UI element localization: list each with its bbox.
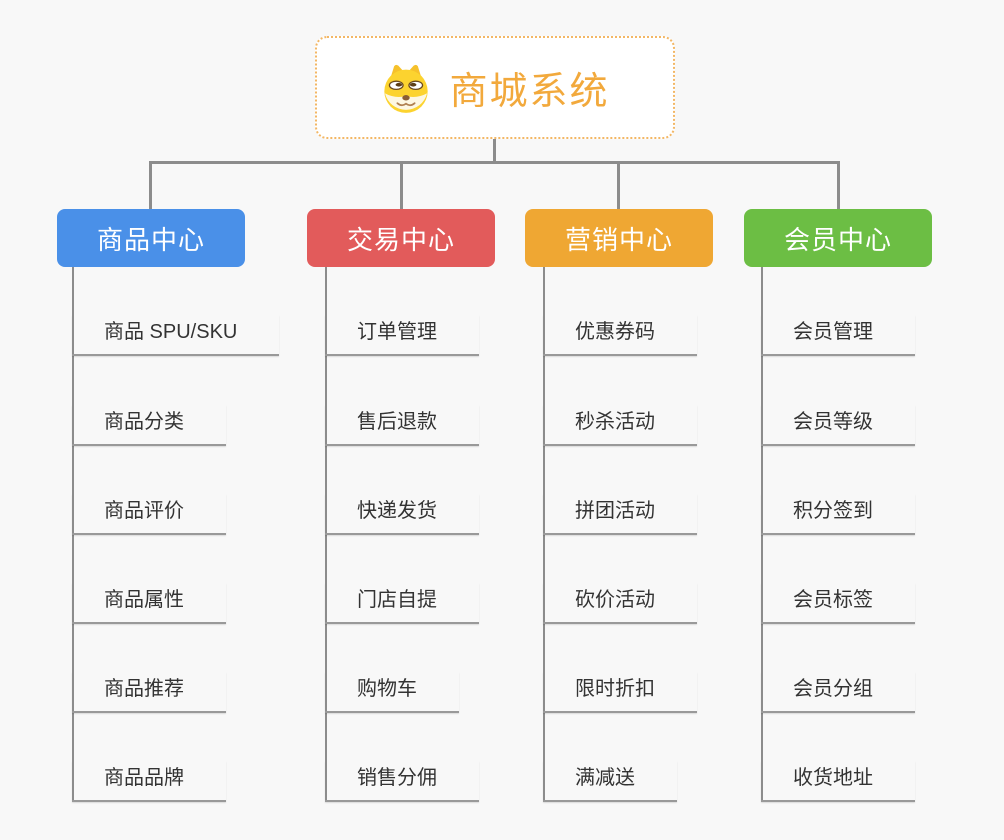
leaf-node[interactable]: 会员等级	[761, 405, 915, 446]
leaf-node[interactable]: 快递发货	[325, 494, 479, 535]
leaf-node[interactable]: 购物车	[325, 672, 459, 713]
leaf-node[interactable]: 销售分佣	[325, 761, 479, 802]
branch-node-trade-center[interactable]: 交易中心	[307, 209, 495, 267]
branch-label: 营销中心	[564, 224, 673, 255]
subtree-trade-center: 订单管理 售后退款 快递发货 门店自提 购物车 销售分佣	[325, 267, 545, 807]
subtree-member-center: 会员管理 会员等级 积分签到 会员标签 会员分组 收货地址	[761, 267, 981, 807]
root-title: 商城系统	[449, 71, 610, 113]
subtree-product-center: 商品 SPU/SKU 商品分类 商品评价 商品属性 商品推荐 商品品牌	[72, 267, 292, 807]
root-node[interactable]: 商城系统	[315, 36, 675, 139]
leaf-node[interactable]: 会员管理	[761, 315, 915, 356]
branch-label: 交易中心	[346, 224, 455, 255]
connector-root-trunk	[493, 139, 496, 164]
leaf-node[interactable]: 门店自提	[325, 583, 479, 624]
leaf-node[interactable]: 商品 SPU/SKU	[72, 315, 280, 356]
leaf-node[interactable]: 满减送	[543, 761, 677, 802]
connector-drop-member	[837, 161, 840, 210]
leaf-node[interactable]: 优惠券码	[543, 315, 697, 356]
leaf-node[interactable]: 订单管理	[325, 315, 479, 356]
branch-label: 会员中心	[783, 224, 892, 255]
branch-node-product-center[interactable]: 商品中心	[57, 209, 245, 267]
leaf-node[interactable]: 限时折扣	[543, 672, 697, 713]
leaf-node[interactable]: 会员分组	[761, 672, 915, 713]
leaf-node[interactable]: 砍价活动	[543, 583, 697, 624]
connector-drop-trade	[400, 161, 403, 210]
leaf-node[interactable]: 秒杀活动	[543, 405, 697, 446]
leaf-node[interactable]: 商品分类	[72, 405, 226, 446]
leaf-node[interactable]: 商品推荐	[72, 672, 226, 713]
leaf-node[interactable]: 会员标签	[761, 583, 915, 624]
leaf-node[interactable]: 售后退款	[325, 405, 479, 446]
leaf-node[interactable]: 商品属性	[72, 583, 226, 624]
dog-face-icon	[384, 64, 429, 113]
leaf-node[interactable]: 积分签到	[761, 494, 915, 535]
leaf-node[interactable]: 商品品牌	[72, 761, 226, 802]
leaf-node[interactable]: 收货地址	[761, 761, 915, 802]
branch-label: 商品中心	[96, 224, 205, 255]
connector-drop-marketing	[617, 161, 620, 210]
subtree-marketing-center: 优惠券码 秒杀活动 拼团活动 砍价活动 限时折扣 满减送	[543, 267, 763, 807]
leaf-node[interactable]: 拼团活动	[543, 494, 697, 535]
branch-node-marketing-center[interactable]: 营销中心	[525, 209, 713, 267]
connector-drop-product	[149, 161, 152, 210]
leaf-node[interactable]: 商品评价	[72, 494, 226, 535]
connector-horizontal-bar	[149, 161, 840, 164]
branch-node-member-center[interactable]: 会员中心	[744, 209, 932, 267]
